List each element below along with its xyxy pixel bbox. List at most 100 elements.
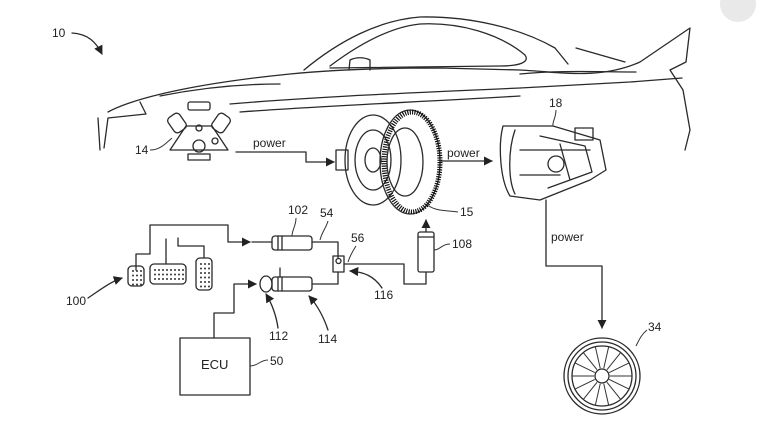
pedal-grip-dot: [204, 276, 206, 279]
ref-label-clutch: 15: [460, 205, 474, 219]
pedal-grip-dot: [208, 285, 210, 288]
ref-leader-master-cylinder: [291, 217, 297, 237]
hydraulic-line-to-slave: [343, 263, 427, 285]
pedal-grip-dot: [136, 274, 138, 277]
pedal-grip-dot: [158, 269, 160, 271]
wheel-spoke: [582, 352, 598, 371]
flow-arrow-transmission-to-wheel: [545, 199, 607, 329]
pedal-grip-dot: [204, 267, 206, 270]
pedal-grip-dot: [200, 276, 202, 279]
wheel-spoke: [574, 379, 596, 390]
clutch-pedal: [127, 265, 145, 287]
pedal-grip-dot: [182, 269, 184, 271]
ref-leader-valve: [347, 245, 357, 263]
ref-leader-transmission: [552, 109, 557, 127]
corner-overlay-button[interactable]: [720, 0, 756, 22]
pedal-grip-dot: [204, 281, 206, 283]
flow-label-clutch-to-transmission: power: [447, 146, 480, 160]
wheel-spoke: [594, 383, 601, 406]
wheel-spoke: [608, 379, 630, 390]
pedal-grip-dot: [140, 283, 142, 286]
pedal-grip-dot: [140, 270, 142, 272]
wheel-spoke: [603, 383, 610, 406]
electric-actuator-icon: [259, 267, 313, 293]
pedal-grip-dot: [132, 283, 134, 286]
master-cylinder-icon: [251, 235, 313, 251]
ref-label-slave-cylinder: 108: [452, 237, 472, 251]
wheel-spoke: [606, 352, 622, 371]
flow-label-transmission-to-wheel: power: [551, 230, 584, 244]
pedal-grip-dot: [158, 278, 160, 280]
ref-label-ecu: 50: [270, 354, 284, 368]
pedal-grip-dot: [166, 278, 168, 280]
pedal-grip-dot: [204, 263, 206, 265]
brake-pedal: [149, 263, 187, 285]
ref-label-engine: 14: [135, 143, 149, 157]
pedal-grip-dot: [182, 278, 184, 280]
flow-label-engine-to-clutch: power: [253, 136, 286, 150]
pedal-grip-dot: [200, 281, 202, 283]
hydraulic-line-54: [311, 241, 339, 259]
ref-arrow-vehicle: [71, 32, 103, 55]
pedal-grip-dot: [158, 273, 160, 276]
wheel-spoke: [594, 346, 601, 369]
pedal-grip-dot: [140, 274, 142, 277]
valve-icon: [332, 255, 345, 273]
ref-leader-ecu: [249, 359, 269, 367]
pedal-grip-dot: [132, 270, 134, 272]
ref-leader-wheel: [635, 329, 648, 347]
pedal-grip-dot: [178, 269, 180, 271]
pedal-grip-dot: [174, 269, 176, 271]
pedal-grip-dot: [162, 269, 164, 271]
pedal-grip-dot: [204, 285, 206, 288]
ref-leader-line-54: [319, 220, 329, 241]
ref-leader-engine: [149, 137, 173, 151]
vehicle-outline: [97, 16, 691, 151]
ref-label-wheel: 34: [648, 320, 662, 334]
pedal-grip-dot: [170, 278, 172, 280]
accelerator-pedal: [195, 257, 213, 291]
ref-label-node-116: 116: [374, 288, 393, 302]
pedal-grip-dot: [178, 273, 180, 276]
pedal-grip-dot: [208, 263, 210, 265]
wheel-spoke: [582, 381, 598, 400]
pedal-grip-dot: [154, 273, 156, 276]
engine-icon: [167, 101, 231, 161]
pedal-grip-dot: [132, 279, 134, 281]
pedal-grip-dot: [208, 267, 210, 270]
pedal-grip-dot: [162, 273, 164, 276]
pedal-grip-dot: [140, 279, 142, 281]
pedal-grip-dot: [136, 283, 138, 286]
ref-arrow-actuator: [308, 295, 329, 331]
pedal-grip-dot: [166, 269, 168, 271]
pedal-grip-dot: [200, 263, 202, 265]
pedal-grip-dot: [162, 278, 164, 280]
hydraulic-line-actuator: [311, 271, 339, 285]
wheel-spoke: [574, 362, 596, 373]
wheel-icon: [563, 337, 641, 415]
clutch-assembly-icon: [335, 109, 443, 215]
wheel-spoke: [608, 362, 630, 373]
transmission-icon: [499, 125, 607, 201]
ref-arrow-node-116: [349, 267, 383, 289]
flow-arrow-engine-to-clutch: [235, 151, 335, 167]
pedal-grip-dot: [200, 267, 202, 270]
ref-label-actuator: 114: [318, 332, 337, 346]
pedal-grip-dot: [200, 272, 202, 274]
pedal-grip-dot: [204, 272, 206, 274]
wheel-spoke: [606, 381, 622, 400]
pedal-grip-dot: [136, 270, 138, 272]
ref-leader-slave-cylinder: [433, 243, 451, 251]
ref-label-motor: 112: [269, 329, 288, 343]
pedal-grip-dot: [170, 269, 172, 271]
pedal-grip-dot: [208, 272, 210, 274]
pedal-grip-dot: [174, 273, 176, 276]
pedal-grip-dot: [154, 269, 156, 271]
ref-label-line-54: 54: [320, 206, 334, 220]
pedal-grip-dot: [154, 278, 156, 280]
ref-label-pedals: 100: [66, 294, 86, 308]
slave-cylinder-icon: [417, 219, 435, 273]
ref-label-transmission: 18: [549, 96, 563, 110]
pedal-grip-dot: [200, 285, 202, 288]
pedal-set-icon: [127, 224, 251, 291]
